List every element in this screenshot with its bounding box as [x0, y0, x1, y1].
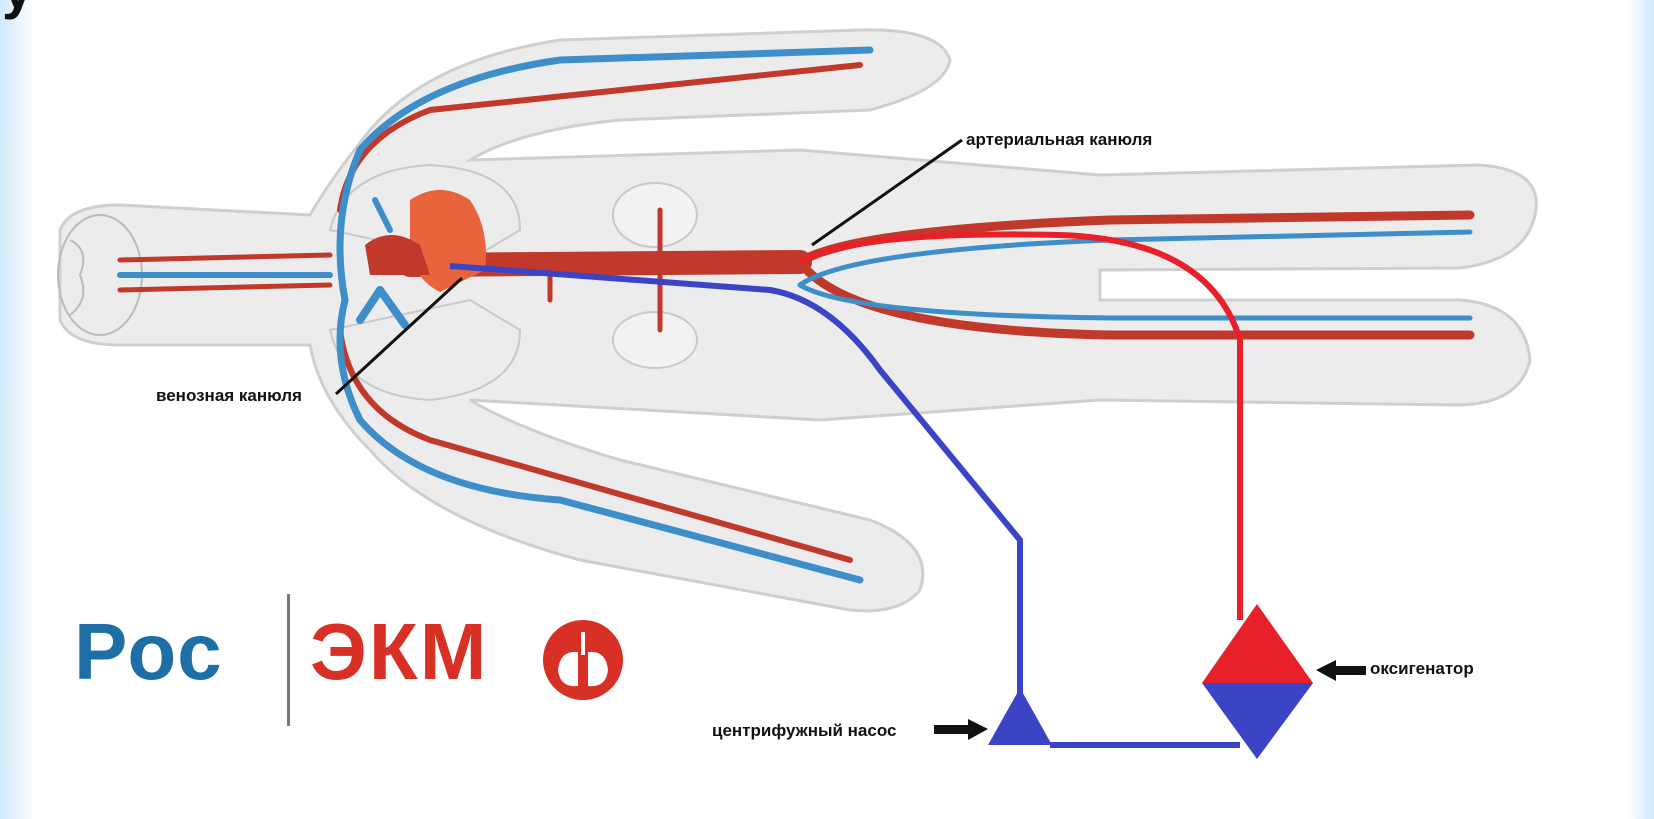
- lungs-logo-icon: [543, 620, 623, 700]
- logo-divider: [287, 594, 290, 726]
- centrifugal-pump-icon: [988, 688, 1052, 745]
- oxygenator-icon: [1202, 604, 1313, 759]
- arterial-cannula-label: артериальная канюля: [966, 130, 1152, 150]
- logo-ekmo-text: ЭКМ: [310, 606, 488, 698]
- centrifugal-pump-label: центрифужный насос: [712, 721, 896, 741]
- logo-ros-text: Рос: [74, 606, 224, 698]
- oxygenator-arrow-icon: [1316, 660, 1366, 681]
- pump-arrow-icon: [934, 719, 988, 740]
- venous-cannula-label: венозная канюля: [156, 386, 302, 406]
- oxygenator-label: оксигенатор: [1370, 659, 1474, 679]
